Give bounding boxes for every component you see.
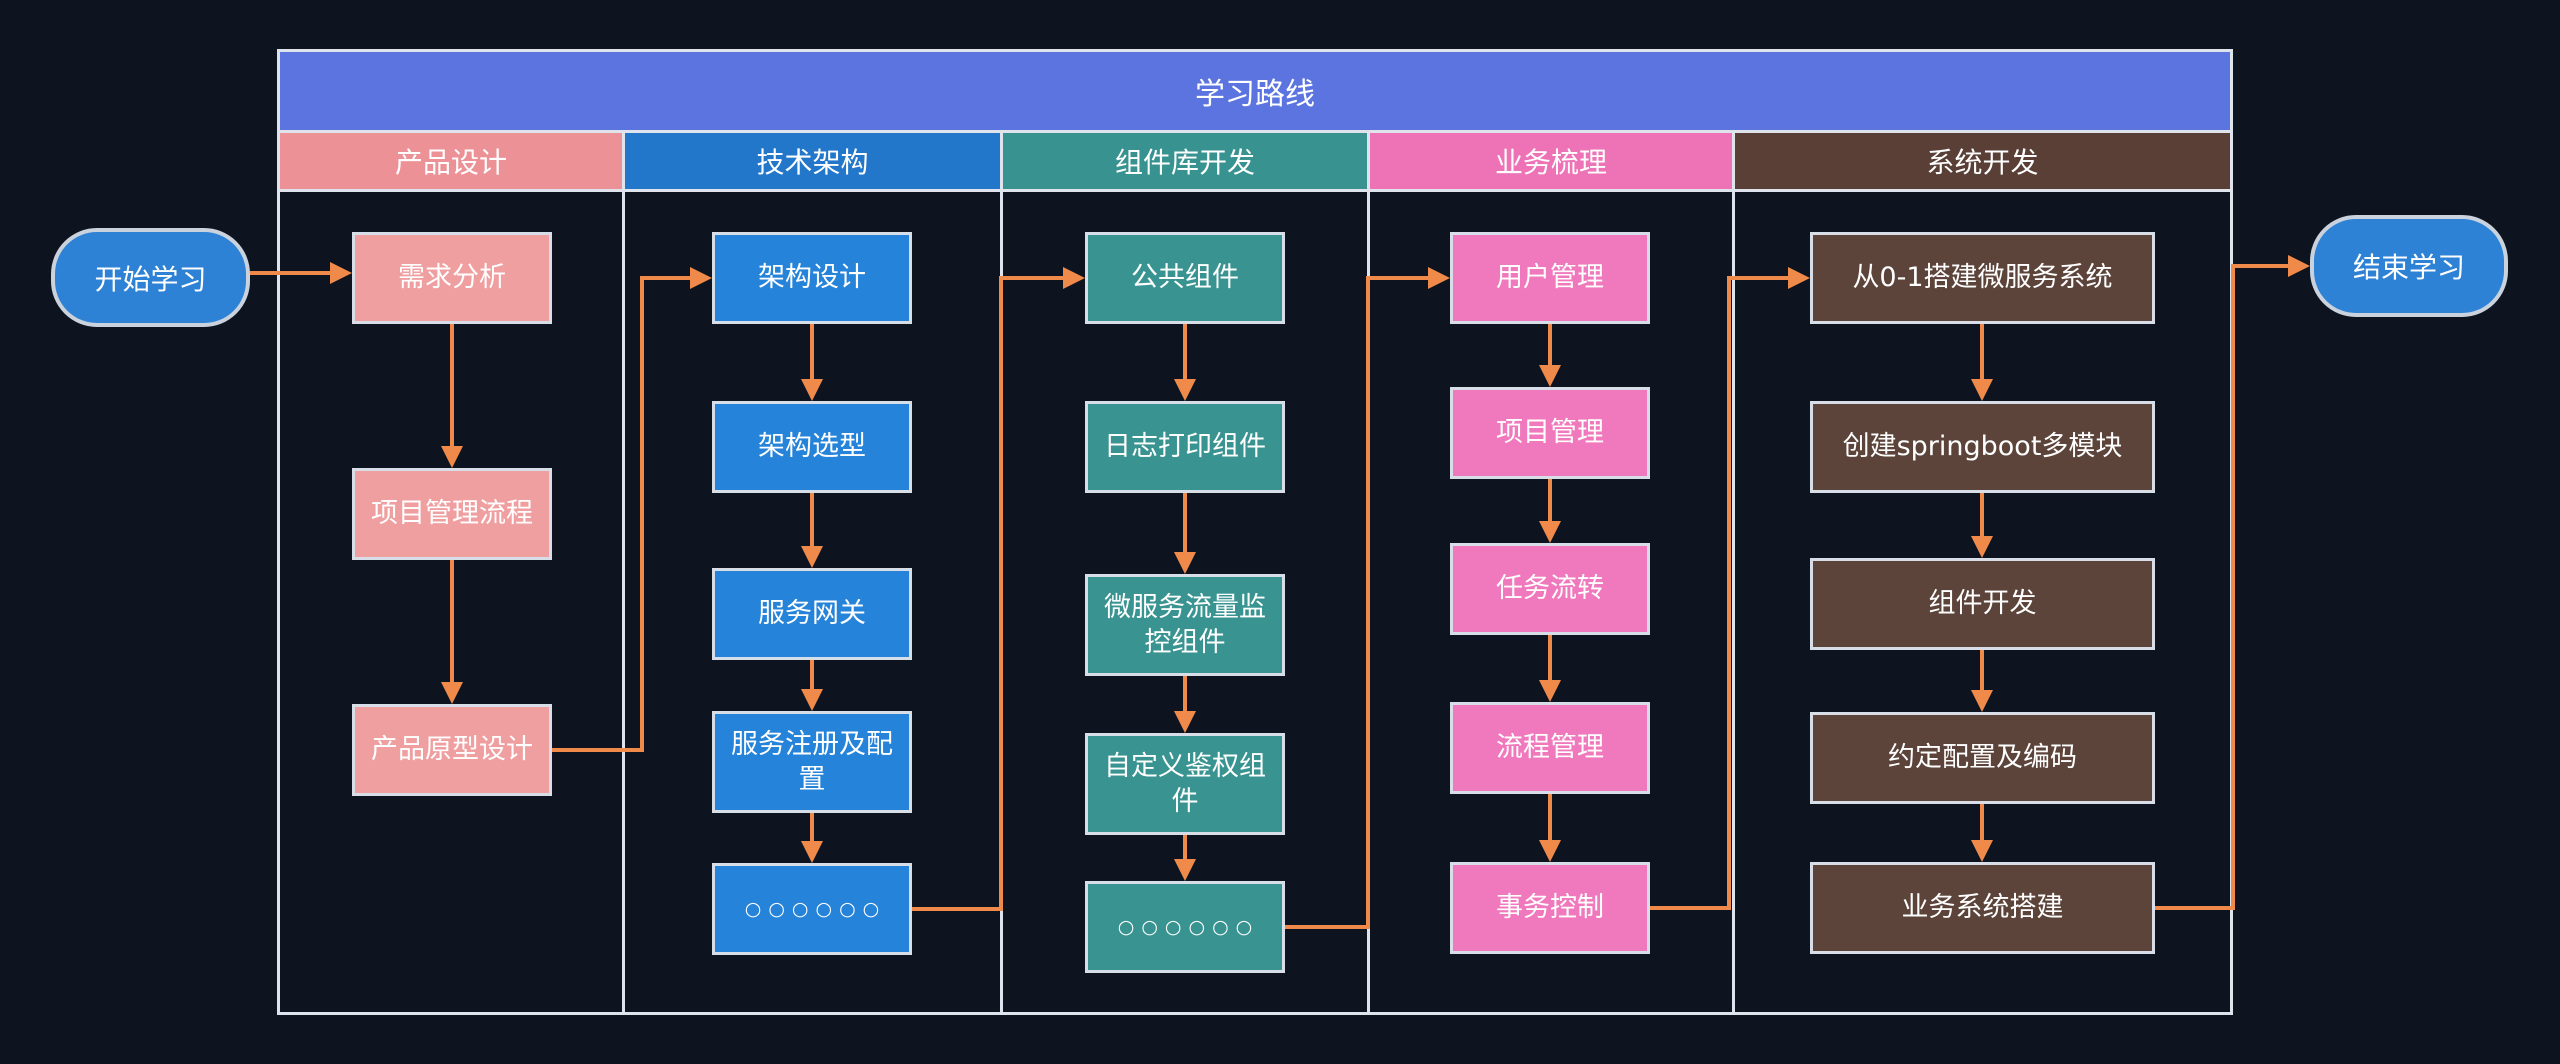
flow-box[interactable]: 用户管理 (1450, 232, 1650, 324)
flow-box[interactable]: 架构选型 (712, 401, 912, 493)
flow-box[interactable]: 创建springboot多模块 (1810, 401, 2155, 493)
arrow-head-icon (1539, 521, 1561, 543)
arrow-line (1650, 906, 1731, 910)
arrow-line (999, 276, 1003, 911)
column-header-system-development[interactable]: 系统开发 (1735, 133, 2230, 189)
flow-box[interactable]: 服务网关 (712, 568, 912, 660)
arrow-head-icon (1971, 690, 1993, 712)
arrow-line (250, 271, 330, 275)
arrow-line (1183, 493, 1187, 552)
arrow-line (1368, 276, 1428, 280)
arrow-line (2233, 264, 2288, 268)
arrow-head-icon (2288, 255, 2310, 277)
arrow-head-icon (1539, 840, 1561, 862)
flow-box[interactable]: 公共组件 (1085, 232, 1285, 324)
arrow-line (640, 276, 644, 752)
arrow-line (1183, 324, 1187, 379)
arrow-line (1727, 276, 1731, 910)
arrow-line (1980, 493, 1984, 536)
flow-box[interactable]: 产品原型设计 (352, 704, 552, 796)
arrow-line (1980, 804, 1984, 840)
arrow-head-icon (1428, 267, 1450, 289)
column-header-component-library[interactable]: 组件库开发 (1003, 133, 1367, 189)
arrow-line (450, 324, 454, 446)
end-node[interactable]: 结束学习 (2310, 215, 2508, 317)
flow-box[interactable]: 从0-1搭建微服务系统 (1810, 232, 2155, 324)
diagram-title[interactable]: 学习路线 (280, 52, 2230, 130)
arrow-line (2231, 264, 2235, 910)
flow-box[interactable]: 需求分析 (352, 232, 552, 324)
arrow-line (1001, 276, 1063, 280)
flow-box[interactable]: 事务控制 (1450, 862, 1650, 954)
arrow-line (810, 324, 814, 379)
arrow-head-icon (1971, 840, 1993, 862)
arrow-line (1548, 794, 1552, 840)
arrow-head-icon (801, 379, 823, 401)
flow-box[interactable]: 约定配置及编码 (1810, 712, 2155, 804)
arrow-line (810, 660, 814, 689)
flow-box[interactable]: 任务流转 (1450, 543, 1650, 635)
arrow-line (1548, 635, 1552, 680)
arrow-head-icon (801, 546, 823, 568)
flow-box[interactable]: 流程管理 (1450, 702, 1650, 794)
arrow-line (912, 907, 1003, 911)
column-header-business-analysis[interactable]: 业务梳理 (1370, 133, 1732, 189)
arrow-head-icon (1539, 365, 1561, 387)
arrow-line (810, 813, 814, 841)
flow-box[interactable]: 业务系统搭建 (1810, 862, 2155, 954)
arrow-line (2155, 906, 2235, 910)
arrow-line (1729, 276, 1788, 280)
arrow-line (1183, 676, 1187, 711)
flow-box[interactable]: 项目管理流程 (352, 468, 552, 560)
flow-box[interactable]: 日志打印组件 (1085, 401, 1285, 493)
start-node[interactable]: 开始学习 (51, 228, 250, 327)
arrow-line (810, 493, 814, 546)
arrow-line (1548, 479, 1552, 521)
arrow-line (1285, 925, 1370, 929)
arrow-line (1183, 835, 1187, 859)
arrow-head-icon (1063, 267, 1085, 289)
arrow-line (1980, 324, 1984, 379)
arrow-line (1548, 324, 1552, 365)
arrow-head-icon (1788, 267, 1810, 289)
flow-box-ellipsis[interactable]: ○○○○○○ (712, 863, 912, 955)
flow-box-ellipsis[interactable]: ○○○○○○ (1085, 881, 1285, 973)
arrow-head-icon (1174, 379, 1196, 401)
arrow-line (642, 276, 690, 280)
flow-box[interactable]: 服务注册及配置 (712, 711, 912, 813)
arrow-line (450, 560, 454, 682)
column-header-product-design[interactable]: 产品设计 (280, 133, 622, 189)
arrow-head-icon (1539, 680, 1561, 702)
flow-box[interactable]: 自定义鉴权组件 (1085, 733, 1285, 835)
arrow-head-icon (1971, 379, 1993, 401)
arrow-head-icon (801, 689, 823, 711)
arrow-line (1980, 650, 1984, 690)
arrow-head-icon (330, 262, 352, 284)
arrow-head-icon (1174, 859, 1196, 881)
flow-box[interactable]: 项目管理 (1450, 387, 1650, 479)
arrow-head-icon (441, 446, 463, 468)
arrow-line (1366, 276, 1370, 929)
arrow-line (552, 748, 644, 752)
flow-box[interactable]: 架构设计 (712, 232, 912, 324)
arrow-head-icon (690, 267, 712, 289)
arrow-head-icon (1174, 711, 1196, 733)
arrow-head-icon (1971, 536, 1993, 558)
arrow-head-icon (1174, 552, 1196, 574)
column-header-tech-architecture[interactable]: 技术架构 (625, 133, 1000, 189)
flow-box[interactable]: 微服务流量监控组件 (1085, 574, 1285, 676)
arrow-head-icon (801, 841, 823, 863)
flow-box[interactable]: 组件开发 (1810, 558, 2155, 650)
arrow-head-icon (441, 682, 463, 704)
